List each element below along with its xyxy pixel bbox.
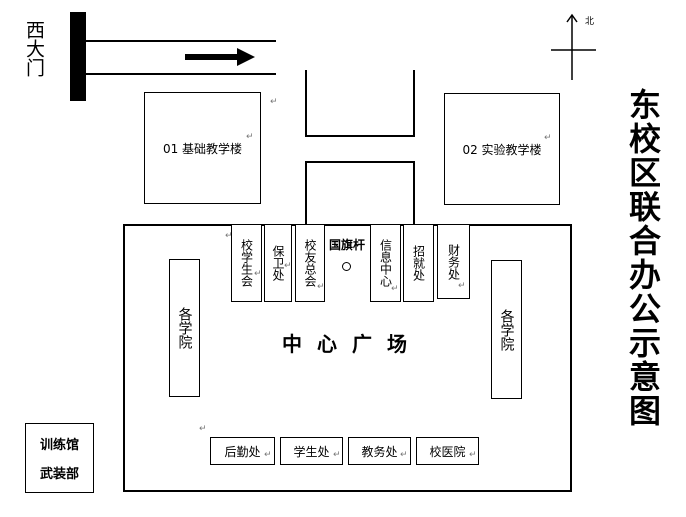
office-information-center-label: 信息中心 xyxy=(378,239,393,287)
gate-pillar xyxy=(70,12,86,101)
flagpole-label: 国旗杆 xyxy=(329,238,366,252)
armed-forces-label: 武装部 xyxy=(39,467,79,482)
map-title: 东校区联合办公示意图 xyxy=(624,88,662,428)
colleges-right: 各学院 xyxy=(491,260,522,399)
office-security-label: 保卫处 xyxy=(271,245,285,281)
office-clinic-label: 校医院 xyxy=(429,444,466,459)
west-gate-label: 西大门 xyxy=(23,20,45,77)
office-alumni-label: 校友总会 xyxy=(303,239,317,287)
office-student-affairs: 学生处 xyxy=(280,437,343,465)
direction-arrow-icon xyxy=(185,48,255,66)
north-compass-icon xyxy=(551,13,596,80)
office-student-union: 校学生会 xyxy=(231,224,262,302)
office-employment: 招就处 xyxy=(403,224,434,302)
experiment-teaching-building: 02 实验教学楼 xyxy=(444,93,560,205)
colleges-left: 各学院 xyxy=(169,259,200,397)
colleges-left-label: 各学院 xyxy=(176,307,193,349)
basic-teaching-building-label: 01 基础教学楼 xyxy=(162,141,243,156)
office-security: 保卫处 xyxy=(264,224,292,302)
office-information-center: 信息中心 xyxy=(370,224,401,302)
office-employment-label: 招就处 xyxy=(411,245,426,281)
entrance-road-top xyxy=(86,40,276,42)
basic-teaching-building: 01 基础教学楼 xyxy=(144,92,261,204)
entrance-road-bottom xyxy=(86,73,276,75)
office-academic-affairs-label: 教务处 xyxy=(361,444,398,459)
office-clinic: 校医院 xyxy=(416,437,479,465)
gym-label: 训练馆 xyxy=(39,438,79,453)
office-academic-affairs: 教务处 xyxy=(348,437,411,465)
experiment-teaching-building-label: 02 实验教学楼 xyxy=(462,142,542,157)
office-alumni: 校友总会 xyxy=(295,224,325,302)
gym-building: 训练馆 武装部 xyxy=(25,423,94,493)
office-finance: 财务处 xyxy=(437,224,470,299)
office-logistics: 后勤处 xyxy=(210,437,275,465)
north-label: 北 xyxy=(585,17,595,27)
office-student-union-label: 校学生会 xyxy=(239,239,254,287)
central-road xyxy=(305,70,415,225)
office-student-affairs-label: 学生处 xyxy=(293,444,330,459)
central-plaza-label: 中心广场 xyxy=(282,332,422,356)
flagpole-marker-icon xyxy=(342,262,351,271)
office-finance-label: 财务处 xyxy=(446,243,461,280)
office-logistics-label: 后勤处 xyxy=(224,444,261,459)
colleges-right-label: 各学院 xyxy=(498,308,515,351)
